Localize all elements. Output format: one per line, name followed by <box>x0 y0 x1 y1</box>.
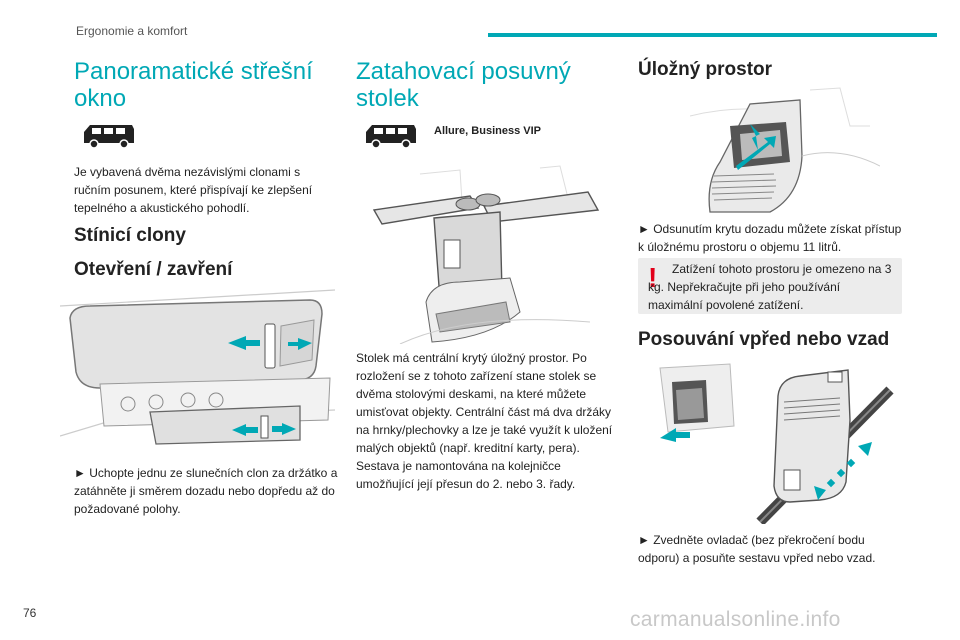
illustration-moving <box>650 362 900 524</box>
section-title-panoramic-roof: Panoramatické střešní okno <box>74 58 313 112</box>
illustration-sun-blinds <box>60 288 340 448</box>
version-badge: Allure, Business VIP <box>434 125 541 137</box>
illustration-sliding-table <box>360 162 620 344</box>
van-icon <box>362 123 418 149</box>
panoramic-intro: Je vybavená dvěma nezávislými clonami s … <box>74 165 313 215</box>
storage-instruction: ► Odsunutím krytu dozadu můžete získat p… <box>638 222 902 254</box>
warning-icon: ! <box>648 262 658 293</box>
section-title-sliding-table: Zatahovací posuvný stolek <box>356 58 571 112</box>
heading-storage: Úložný prostor <box>638 59 773 80</box>
table-description: Stolek má centrální krytý úložný prostor… <box>356 351 613 491</box>
col2-title-wrap: Zatahovací posuvný stolek <box>356 58 596 112</box>
heading-move-forward-back: Posouvání vpřed nebo vzad <box>638 329 890 350</box>
van-icon <box>80 123 136 149</box>
heading-open-close: Otevření / zavření <box>74 259 233 280</box>
col1-title-wrap: Panoramatické střešní okno <box>74 58 334 112</box>
sun-blind-instruction: ► Uchopte jednu ze slunečních clon za dr… <box>74 466 338 516</box>
heading-sun-blinds: Stínicí clony <box>74 225 186 246</box>
illustration-storage <box>690 86 880 214</box>
page-number: 76 <box>23 606 37 620</box>
warning-box: ! Zatížení tohoto prostoru je omezeno na… <box>638 258 902 314</box>
move-instruction: ► Zvedněte ovladač (bez překročení bodu … <box>638 533 876 565</box>
header-rule <box>488 33 937 37</box>
watermark: carmanualsonline.info <box>630 608 841 631</box>
warning-text: Zatížení tohoto prostoru je omezeno na 3… <box>648 262 892 312</box>
running-header: Ergonomie a komfort <box>76 24 188 38</box>
